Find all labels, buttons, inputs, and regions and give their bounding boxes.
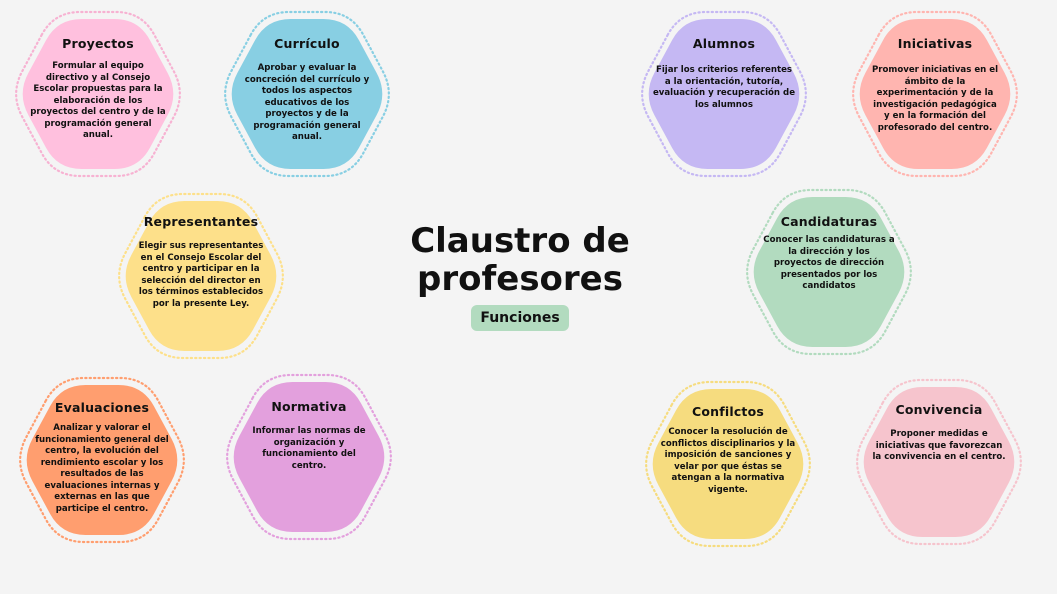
hexagon-shape — [856, 378, 1022, 546]
node-normativa: Normativa Informar las normas de organiz… — [219, 373, 399, 541]
hexagon-fill — [22, 19, 174, 169]
node-alumnos: Alumnos Fijar los criterios referentes a… — [634, 10, 814, 178]
hexagon-dotted-outline — [852, 10, 1018, 178]
node-title: Alumnos — [692, 36, 756, 51]
node-iniciativas: Iniciativas Promover iniciativas en el á… — [845, 10, 1025, 178]
node-text: Informar las normas de organización y fu… — [252, 426, 366, 471]
hexagon-shape — [19, 376, 185, 544]
hexagon-fill — [233, 382, 385, 532]
hexagon-fill — [863, 387, 1015, 537]
hexagon-shape — [641, 10, 807, 178]
hexagon-shape — [118, 192, 284, 360]
hexagon-dotted-outline — [641, 10, 807, 178]
node-text: Analizar y valorar el funcionamiento gen… — [35, 423, 169, 514]
hexagon-fill — [652, 389, 804, 539]
node-text: Promover iniciativas en el ámbito de la … — [871, 65, 999, 133]
node-proyectos: Proyectos Formular al equipo directivo y… — [8, 10, 188, 178]
hexagon-dotted-outline — [224, 10, 390, 178]
node-title: Currículo — [274, 36, 340, 51]
node-representantes: Representantes Elegir sus representantes… — [111, 192, 291, 360]
node-evaluaciones: Evaluaciones Analizar y valorar el funci… — [12, 376, 192, 544]
hexagon-dotted-outline — [226, 373, 392, 541]
node-curriculo: Currículo Aprobar y evaluar la concreció… — [217, 10, 397, 178]
node-title: Proyectos — [62, 36, 134, 51]
hexagon-dotted-outline — [118, 192, 284, 360]
hexagon-fill — [753, 197, 905, 347]
hexagon-fill — [648, 19, 800, 169]
node-title: Evaluaciones — [54, 400, 150, 415]
node-text: Proponer medidas e iniciativas que favor… — [872, 429, 1006, 462]
functions-badge: Funciones — [471, 305, 569, 331]
node-text: Formular al equipo directivo y al Consej… — [30, 61, 166, 140]
main-title: Claustro de profesores — [410, 221, 630, 299]
hexagon-fill — [26, 385, 178, 535]
hexagon-shape — [226, 373, 392, 541]
hexagon-fill — [125, 201, 277, 351]
node-text: Conocer las candidaturas a la dirección … — [763, 235, 895, 291]
hexagon-shape — [645, 380, 811, 548]
node-conflictos: Confilctos Conocer la resolución de conf… — [638, 380, 818, 548]
node-title: Iniciativas — [897, 36, 973, 51]
hexagon-shape — [746, 188, 912, 356]
hexagon-dotted-outline — [746, 188, 912, 356]
node-title: Candidaturas — [780, 214, 878, 229]
node-candidaturas: Candidaturas Conocer las candidaturas a … — [739, 188, 919, 356]
hexagon-shape — [15, 10, 181, 178]
node-text: Conocer la resolución de conflictos disc… — [660, 427, 796, 495]
node-text: Aprobar y evaluar la concreción del curr… — [244, 63, 370, 142]
hexagon-shape — [224, 10, 390, 178]
hexagon-dotted-outline — [15, 10, 181, 178]
node-text: Fijar los criterios referentes a la orie… — [652, 65, 796, 110]
node-title: Confilctos — [691, 404, 765, 419]
hexagon-dotted-outline — [645, 380, 811, 548]
node-title: Normativa — [271, 399, 347, 414]
node-title: Convivencia — [895, 402, 983, 417]
node-convivencia: Convivencia Proponer medidas e iniciativ… — [849, 378, 1029, 546]
hexagon-fill — [859, 19, 1011, 169]
hexagon-fill — [231, 19, 383, 169]
node-title: Representantes — [143, 214, 259, 229]
node-text: Elegir sus representantes en el Consejo … — [138, 241, 264, 309]
hexagon-dotted-outline — [856, 378, 1022, 546]
hexagon-dotted-outline — [19, 376, 185, 544]
hexagon-shape — [852, 10, 1018, 178]
